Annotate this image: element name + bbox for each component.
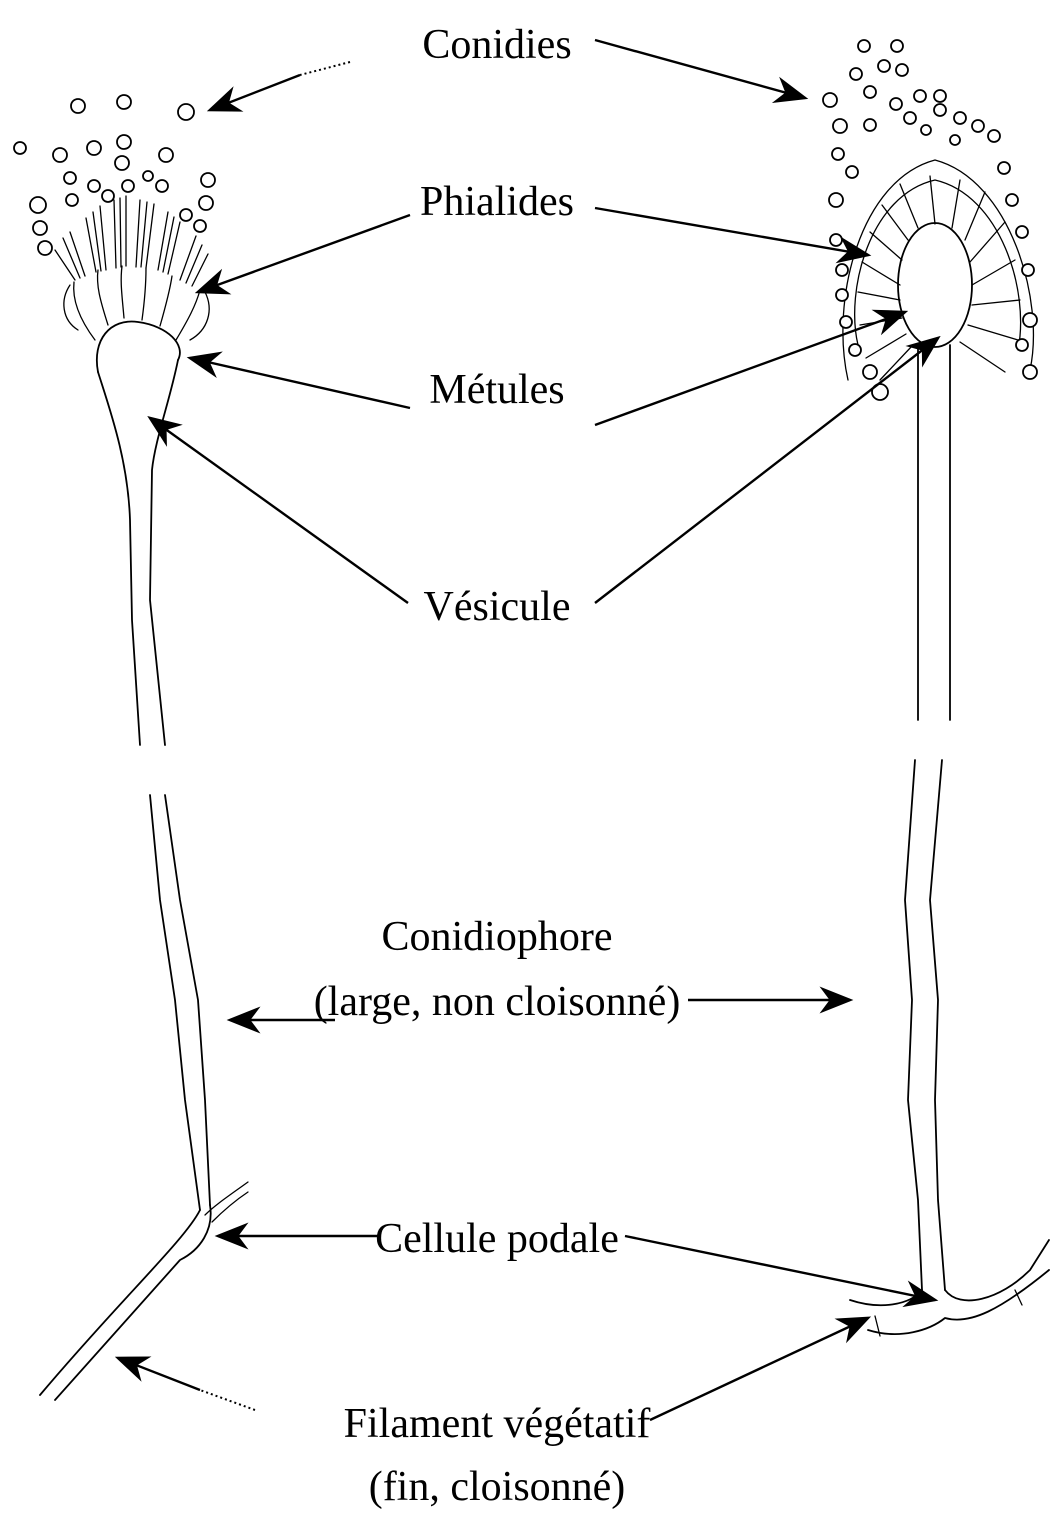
label-filament: Filament végétatif [344, 1401, 651, 1447]
label-conidies: Conidies [422, 22, 571, 68]
label-filament-note: (fin, cloisonné) [369, 1464, 626, 1510]
label-phialides: Phialides [420, 179, 574, 225]
label-metules: Métules [429, 367, 564, 413]
label-vesicule: Vésicule [424, 584, 571, 630]
labels: Conidies Phialides Métules Vésicule Coni… [314, 22, 681, 1510]
label-conidiophore-note: (large, non cloisonné) [314, 979, 681, 1025]
arrows [118, 40, 938, 1420]
right-specimen [823, 40, 1049, 1336]
label-cellule-podale: Cellule podale [375, 1216, 619, 1262]
left-specimen [14, 95, 248, 1400]
label-conidiophore: Conidiophore [382, 914, 613, 960]
